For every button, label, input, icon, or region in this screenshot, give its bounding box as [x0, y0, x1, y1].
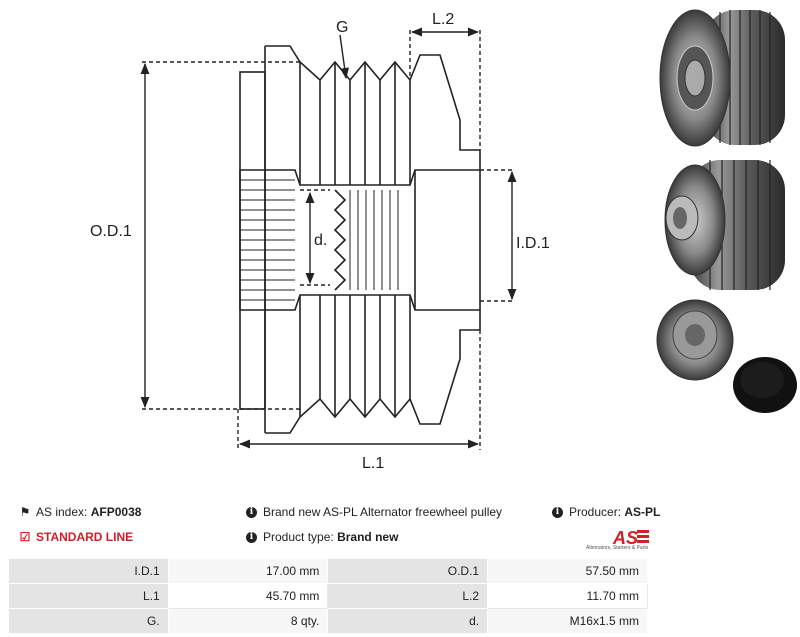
spec-key: L.2 [327, 583, 489, 609]
producer-value: AS-PL [624, 505, 661, 519]
spec-key: d. [327, 608, 489, 634]
svg-text:AS: AS [612, 528, 638, 548]
label-l1: L.1 [362, 455, 384, 472]
spline-hatching [240, 179, 295, 301]
product-type-value: Brand new [337, 530, 399, 544]
spec-key: O.D.1 [327, 558, 489, 584]
thread-hatching [349, 190, 399, 290]
spec-value: 11.70 mm [487, 583, 648, 609]
spec-value: M16x1.5 mm [487, 608, 648, 634]
spec-key: L.1 [8, 583, 169, 609]
description: i Brand new AS-PL Alternator freewheel p… [246, 505, 502, 519]
spec-value: 45.70 mm [167, 583, 329, 609]
standard-line-label: STANDARD LINE [36, 530, 134, 544]
g-leader [339, 34, 350, 80]
photo-pulley-cap [656, 299, 797, 413]
as-pl-logo: AS [612, 528, 649, 548]
info-icon: i [246, 531, 257, 543]
photo-pulley-side [664, 160, 785, 290]
spec-key: G. [8, 608, 169, 634]
table-row: I.D.1 17.00 mm O.D.1 57.50 mm [8, 558, 648, 584]
spec-value: 17.00 mm [167, 558, 329, 584]
spec-value: 57.50 mm [487, 558, 648, 584]
product-type: i Product type: Brand new [246, 530, 398, 544]
producer-label: Producer: [569, 505, 622, 519]
logo-subtext: Alternators, Starters & Parts [586, 545, 649, 551]
description-text: Brand new AS-PL Alternator freewheel pul… [263, 505, 503, 519]
product-type-label: Product type: [263, 530, 334, 544]
info-icon: i [552, 506, 563, 518]
table-row: L.1 45.70 mm L.2 11.70 mm [8, 583, 648, 609]
spec-value: 8 qty. [167, 608, 329, 634]
checkbox-icon: ☑ [19, 530, 31, 544]
as-index: ⚑ AS index: AFP0038 [18, 505, 142, 519]
label-l2: L.2 [432, 11, 454, 28]
pulley-technical-drawing: G L.2 O.D.1 d. I.D.1 L.1 [90, 11, 550, 472]
spec-key: I.D.1 [8, 558, 169, 584]
photo-pulley-front [659, 9, 785, 147]
label-id1: I.D.1 [516, 235, 550, 252]
specs-table: I.D.1 17.00 mm O.D.1 57.50 mm L.1 45.70 … [8, 558, 648, 634]
info-icon: i [246, 506, 257, 518]
producer: i Producer: AS-PL [552, 505, 660, 519]
tag-icon: ⚑ [19, 505, 31, 519]
table-row: G. 8 qty. d. M16x1.5 mm [8, 608, 648, 634]
product-photos [656, 9, 797, 413]
label-od1: O.D.1 [90, 223, 132, 240]
as-index-label: AS index: [36, 505, 88, 519]
standard-line: ☑ STANDARD LINE [18, 530, 134, 544]
label-g: G [336, 19, 348, 36]
as-index-value: AFP0038 [90, 505, 142, 519]
label-d: d. [314, 232, 327, 249]
extension-lines [142, 30, 515, 450]
